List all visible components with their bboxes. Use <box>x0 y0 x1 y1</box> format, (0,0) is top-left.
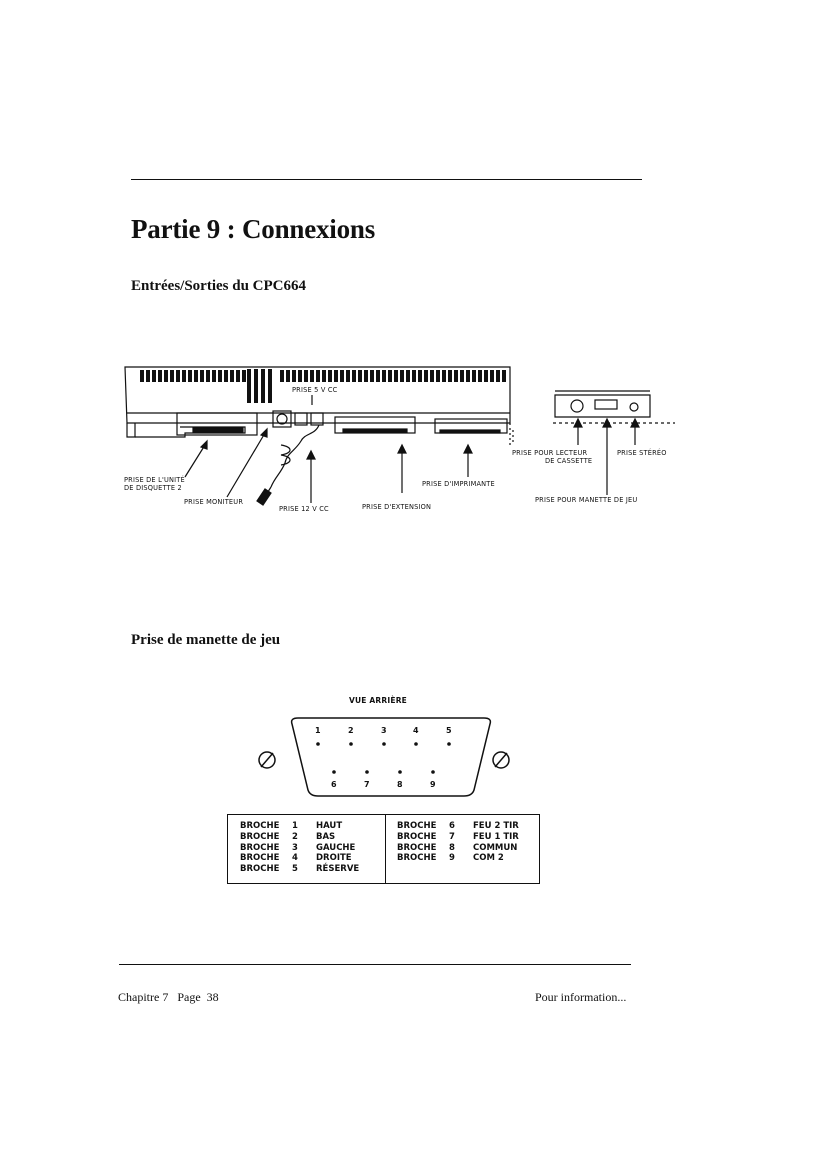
cpc664-rear-diagram <box>124 366 675 506</box>
label-manette: PRISE POUR MANETTE DE JEU <box>535 496 638 504</box>
footer-note: Pour information... <box>535 990 627 1004</box>
label-imprimante: PRISE D'IMPRIMANTE <box>422 480 495 488</box>
label-cassette-2: DE CASSETTE <box>545 457 593 465</box>
label-disquette-2: DE DISQUETTE 2 <box>124 484 182 492</box>
label-moniteur: PRISE MONITEUR <box>184 498 244 506</box>
pin-label: 1 <box>315 726 321 735</box>
view-label: VUE ARRIÈRE <box>349 696 407 705</box>
label-prise-5v: PRISE 5 V CC <box>292 386 338 394</box>
label-stereo: PRISE STÉRÉO <box>617 449 667 457</box>
top-rule <box>131 179 642 180</box>
label-prise-12v: PRISE 12 V CC <box>279 505 329 513</box>
pin-label: 6 <box>331 780 337 789</box>
pin-label: 2 <box>348 726 354 735</box>
label-cassette-1: PRISE POUR LECTEUR <box>512 449 588 457</box>
pin-label: 7 <box>364 780 370 789</box>
label-disquette-1: PRISE DE L'UNITÉ <box>124 476 185 484</box>
pin-label: 9 <box>430 780 436 789</box>
label-extension: PRISE D'EXTENSION <box>362 503 432 511</box>
db9-connector <box>258 717 510 797</box>
bottom-rule <box>119 964 631 965</box>
pin-label: 5 <box>446 726 452 735</box>
table-divider <box>385 815 386 883</box>
section-title-joystick: Prise de manette de jeu <box>131 632 281 648</box>
page-title: Partie 9 : Connexions <box>131 214 376 244</box>
section-title-io: Entrées/Sorties du CPC664 <box>131 278 306 294</box>
pin-label: 8 <box>397 780 403 789</box>
pin-label: 3 <box>381 726 387 735</box>
pin-label: 4 <box>413 726 419 735</box>
pinout-table <box>227 814 540 884</box>
footer-page-info: Chapitre 7 Page 38 <box>118 990 219 1004</box>
